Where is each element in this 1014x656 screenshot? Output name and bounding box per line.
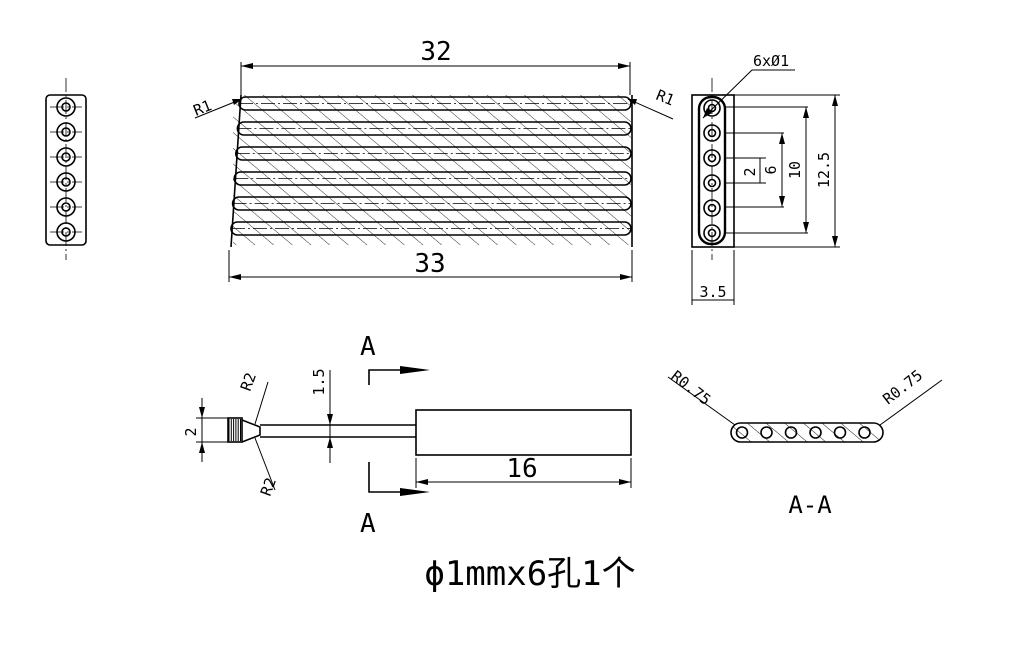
bottom-length-16: 16 — [506, 454, 537, 484]
side-dim-10: 10 — [786, 161, 804, 179]
section-hole — [735, 426, 749, 439]
side-view: 2 6 10 12.5 3.5 6xØ1 — [691, 52, 840, 305]
front-bottom-dimension: 33 — [414, 249, 445, 279]
bottom-radius-bottom: R2 — [257, 475, 280, 498]
side-dim-12-5: 12.5 — [815, 152, 833, 188]
section-view: R0.75 R0.75 A-A — [668, 366, 943, 519]
side-hole-outer — [703, 199, 721, 217]
side-dim-3-5: 3.5 — [699, 283, 726, 301]
bottom-radius-top: R2 — [237, 370, 260, 393]
front-top-dimension: 32 — [420, 37, 451, 67]
bottom-dim-1-5: 1.5 — [310, 368, 328, 395]
side-hole-inner — [707, 103, 717, 113]
side-hole-outer — [703, 124, 721, 142]
front-radius-right: R1 — [654, 86, 677, 109]
section-letter-top: A — [360, 332, 376, 362]
side-hole-inner — [707, 128, 717, 138]
side-hole-inner — [707, 203, 717, 213]
section-hole — [784, 426, 798, 439]
section-hole — [809, 426, 822, 439]
side-hole-inner — [707, 178, 717, 188]
section-hole — [833, 426, 847, 439]
section-radius-left: R0.75 — [668, 367, 715, 409]
section-letter-bottom: A — [360, 509, 376, 539]
bottom-dim-2: 2 — [182, 427, 200, 436]
front-radius-left: R1 — [191, 96, 214, 119]
side-hole-outer — [703, 149, 721, 167]
section-radius-right: R0.75 — [879, 366, 926, 408]
side-hole-inner — [707, 153, 717, 163]
bottom-view: 2 1.5 R2 R2 16 A A — [182, 332, 632, 539]
side-dim-6: 6 — [762, 165, 780, 174]
front-view: 32 33 R1 R1 — [191, 37, 677, 282]
section-label: A-A — [788, 491, 832, 519]
side-hole-inner — [707, 228, 717, 238]
side-hole-outer — [703, 99, 721, 117]
end-view-left — [45, 78, 87, 260]
drawing-caption: ϕ1mmx6孔1个 — [424, 554, 635, 594]
side-hole-outer — [703, 224, 721, 242]
section-hole — [760, 426, 773, 439]
side-dim-2: 2 — [741, 167, 759, 176]
side-holes-callout: 6xØ1 — [753, 52, 789, 70]
section-hole — [858, 426, 871, 439]
side-hole-outer — [703, 174, 721, 192]
